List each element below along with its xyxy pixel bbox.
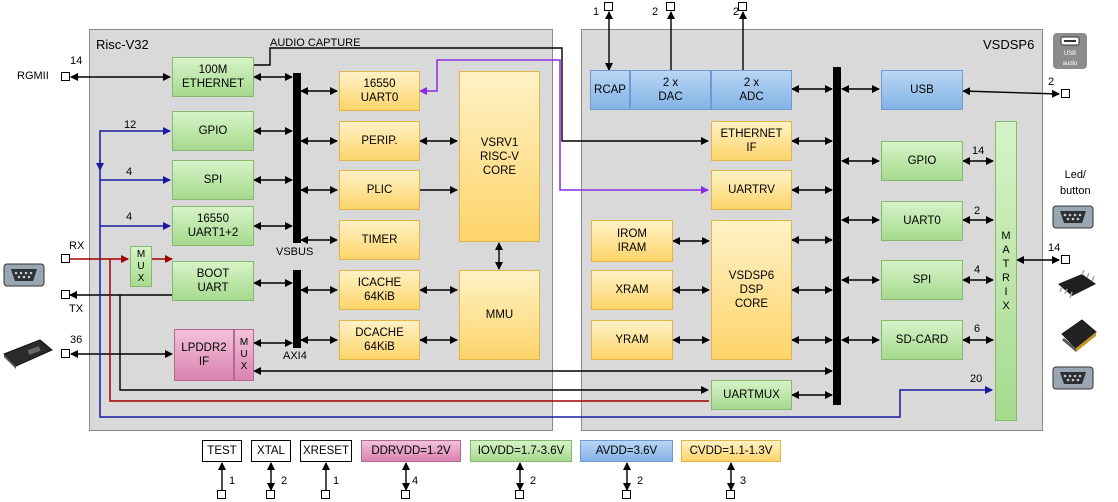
dsp-core-block: VSDSP6 DSP CORE: [711, 220, 792, 360]
xtal-count: 2: [281, 475, 288, 487]
dac-count: 2: [652, 6, 659, 18]
rgmii-pin: [61, 72, 70, 81]
ethernet-if-block: ETHERNET IF: [711, 121, 792, 161]
spi-block-right: SPI: [881, 260, 963, 300]
uartmux-matrix-count: 20: [970, 373, 983, 385]
cvdd-pin: [726, 490, 735, 499]
tx-label: TX: [69, 303, 84, 315]
vsdsp6-title: VSDSP6: [983, 37, 1035, 52]
xreset-pin: [321, 490, 330, 499]
adc-count: 2: [733, 6, 740, 18]
uartmux-block: UARTMUX: [711, 380, 792, 410]
iovdd-count: 2: [530, 475, 537, 487]
rcap-block: RCAP: [590, 70, 630, 110]
xreset-count: 1: [333, 475, 340, 487]
audio-capture-label: AUDIO CAPTURE: [270, 37, 361, 49]
perip-block: PERIP.: [339, 121, 420, 161]
risc-v32-title: Risc-V32: [96, 37, 149, 52]
avdd-box: AVDD=3.6V: [580, 440, 673, 462]
adc-pin: [738, 2, 747, 11]
uart0-block-left: 16550 UART0: [339, 71, 420, 111]
iovdd-pin: [515, 490, 524, 499]
uart0-block-right: UART0: [881, 201, 963, 241]
gpio-block-right: GPIO: [881, 141, 963, 181]
spi-right-count: 4: [974, 264, 981, 276]
axi4-label: AXI4: [283, 350, 307, 362]
uart0-right-count: 2: [974, 205, 981, 217]
xreset-box: XRESET: [300, 440, 352, 462]
usb-block: USB: [881, 70, 963, 110]
xram-block: XRAM: [591, 270, 673, 310]
mmu-block: MMU: [459, 270, 540, 360]
dac-block: 2 x DAC: [630, 70, 711, 110]
yram-block: YRAM: [591, 320, 673, 360]
rx-mux-block: M U X: [130, 246, 152, 287]
test-count: 1: [229, 475, 236, 487]
dsp-bus: [833, 67, 841, 405]
sdcard-block: SD-CARD: [881, 320, 963, 360]
risc-v-core-block: VSRV1 RISC-V CORE: [459, 71, 540, 242]
ethernet-block: 100M ETHERNET: [172, 57, 254, 97]
avdd-pin: [622, 490, 631, 499]
sd-card-icon: [1061, 319, 1097, 352]
lpddr2-block: LPDDR2 IF: [174, 329, 234, 381]
serial-port-icon-bottom-right: [1052, 366, 1094, 390]
dac-pin: [666, 2, 675, 11]
avdd-count: 2: [637, 475, 644, 487]
test-pin: [217, 490, 226, 499]
dcache-block: DCACHE 64KiB: [339, 320, 420, 360]
gpio-block-left: GPIO: [172, 111, 254, 151]
lpddr-count: 36: [70, 334, 83, 346]
matrix-pin: [1061, 255, 1070, 264]
usb-pin: [1061, 89, 1070, 98]
usb-audio-icon: USB audio: [1053, 33, 1087, 69]
cvdd-box: CVDD=1.1-1.3V: [681, 440, 781, 462]
spi-left-count: 4: [126, 166, 133, 178]
rgmii-count: 14: [70, 55, 83, 67]
serial-port-icon-top-right: [1052, 205, 1094, 229]
ddrvdd-pin: [401, 490, 410, 499]
ddrvdd-box: DDRVDD=1.2V: [361, 440, 461, 462]
rgmii-label: RGMII: [17, 70, 49, 82]
matrix-out-count: 14: [1048, 242, 1061, 254]
icache-block: ICACHE 64KiB: [339, 270, 420, 310]
adc-block: 2 x ADC: [711, 70, 792, 110]
rx-label: RX: [69, 240, 85, 252]
irom-iram-block: IROM IRAM: [591, 220, 673, 262]
vsbus-label: VSBUS: [276, 246, 314, 258]
serial-port-icon-left: [3, 263, 45, 287]
timer-block: TIMER: [339, 220, 420, 260]
rcap-pin: [604, 2, 613, 11]
memory-module-icon: [3, 339, 53, 369]
vsbus: [293, 73, 301, 243]
boot-uart-block: BOOT UART: [172, 261, 254, 301]
usb-count: 2: [1048, 76, 1055, 88]
tx-pin: [61, 290, 70, 299]
xtal-box: XTAL: [251, 440, 291, 462]
spi-block-left: SPI: [172, 160, 254, 200]
uartrv-block: UARTRV: [711, 170, 792, 210]
led-button-label: Led/ button: [1060, 169, 1091, 197]
rcap-count: 1: [593, 6, 600, 18]
lpddr-pin: [61, 349, 70, 358]
lpddr-mux-block: M U X: [234, 329, 254, 381]
uart12-block: 16550 UART1+2: [172, 206, 254, 246]
usb-icon-subtext: audio: [1063, 61, 1078, 67]
gpio-right-count: 14: [972, 145, 985, 157]
gpio-left-count: 12: [124, 119, 137, 131]
plic-block: PLIC: [339, 170, 420, 210]
axi4-bus: [293, 270, 301, 348]
uart12-count: 4: [126, 211, 133, 223]
usb-icon-text: USB: [1064, 51, 1076, 57]
cvdd-count: 3: [740, 475, 747, 487]
rx-pin: [61, 254, 70, 263]
matrix-block: M A T R I X: [995, 121, 1017, 421]
xtal-pin: [266, 490, 275, 499]
sdcard-count: 6: [974, 323, 981, 335]
test-box: TEST: [202, 440, 242, 462]
iovdd-box: IOVDD=1.7-3.6V: [470, 440, 572, 462]
flash-chip-icon: [1058, 270, 1096, 299]
ddrvdd-count: 4: [412, 475, 419, 487]
